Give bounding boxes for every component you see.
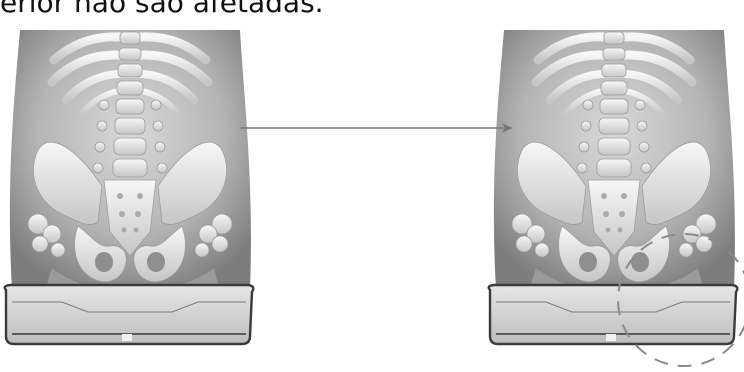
- arrow-icon: [240, 123, 512, 133]
- left-figure: [5, 30, 254, 344]
- right-figure: [489, 30, 738, 344]
